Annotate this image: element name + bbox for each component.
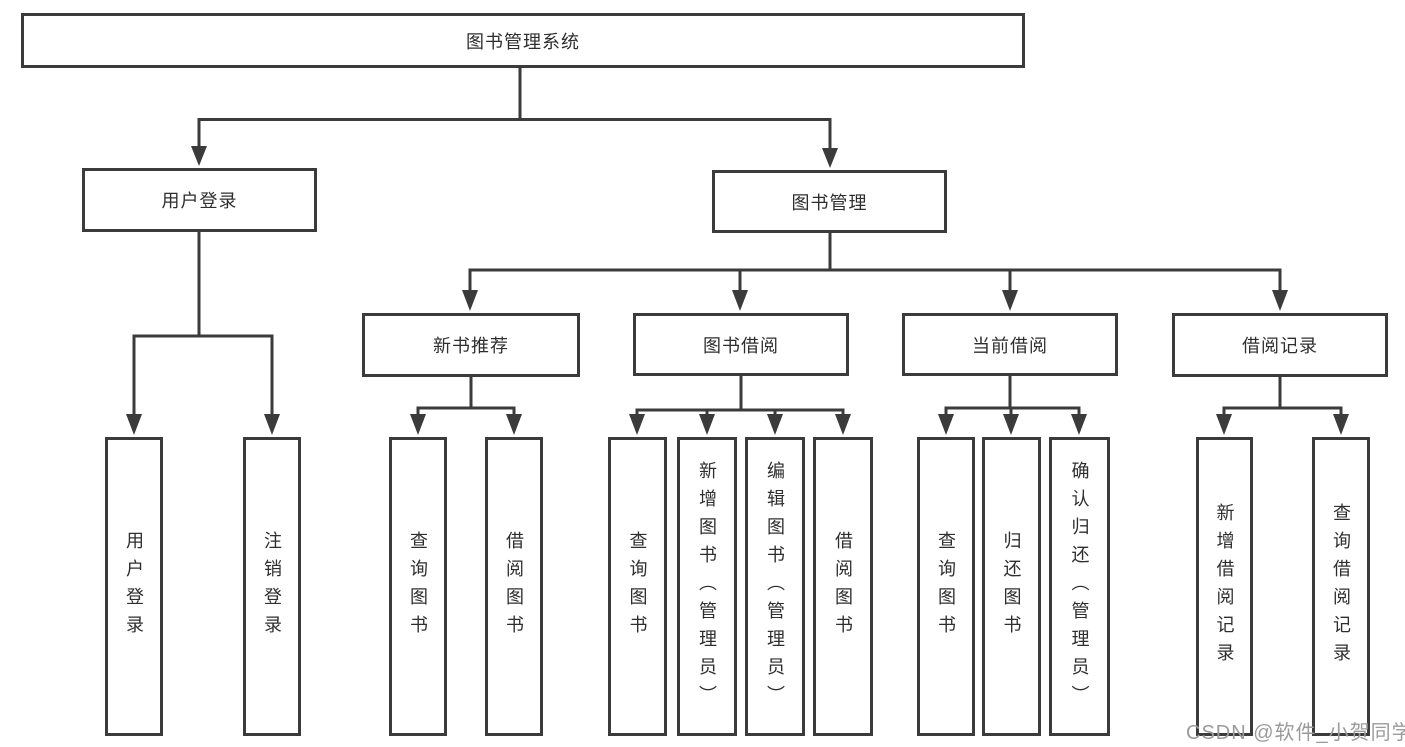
leaf-query-borrow-record: 查询借阅记录 (1312, 437, 1370, 736)
node-user-login: 用户登录 (82, 168, 317, 232)
leaf-logout: 注销登录 (243, 437, 301, 736)
leaf-query-books-recommend: 查询图书 (389, 437, 447, 736)
leaf-query-books-borrow: 查询图书 (608, 437, 667, 736)
leaf-query-books-current: 查询图书 (917, 437, 975, 736)
leaf-borrow-books: 借阅图书 (813, 437, 873, 736)
node-book-management: 图书管理 (712, 170, 947, 233)
leaf-add-borrow-record: 新增借阅记录 (1196, 437, 1253, 736)
leaf-return-books: 归还图书 (982, 437, 1041, 736)
node-book-borrowing: 图书借阅 (633, 313, 849, 376)
csdn-watermark: CSDN @软件_小贺同学 (1186, 722, 1405, 744)
leaf-confirm-return-admin: 确认归还（管理员） (1049, 437, 1110, 736)
leaf-borrow-books-recommend: 借阅图书 (485, 437, 543, 736)
node-current-borrowing: 当前借阅 (902, 313, 1118, 376)
node-new-book-recommendation: 新书推荐 (362, 313, 580, 377)
leaf-add-books-admin: 新增图书（管理员） (677, 437, 737, 736)
node-borrowing-records: 借阅记录 (1172, 313, 1388, 377)
leaf-edit-books-admin: 编辑图书（管理员） (745, 437, 805, 736)
node-library-management-system: 图书管理系统 (21, 13, 1025, 68)
leaf-user-login: 用户登录 (105, 437, 163, 736)
